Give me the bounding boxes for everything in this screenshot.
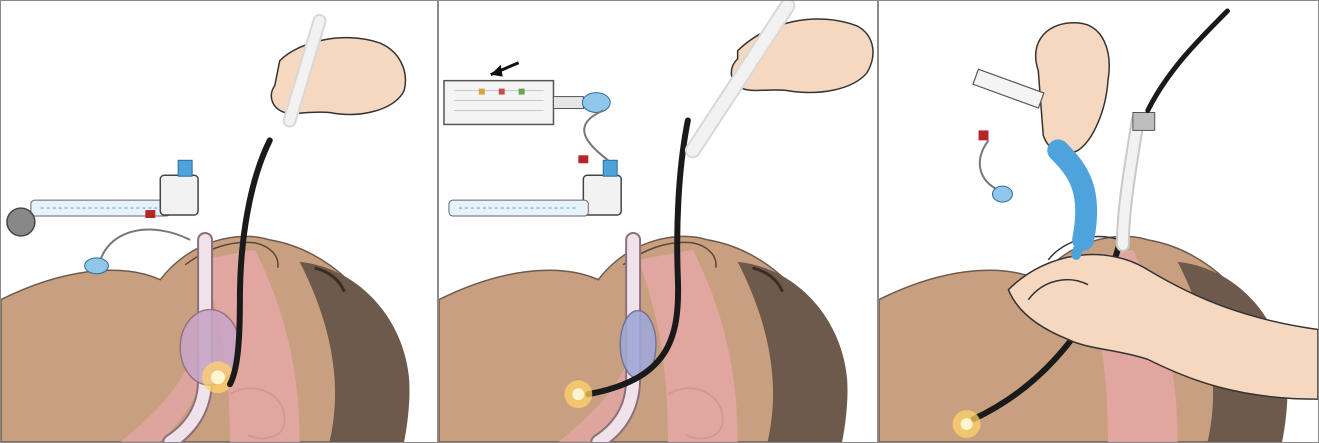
panel-3 bbox=[878, 0, 1319, 443]
intubation-step-1-illustration bbox=[1, 1, 437, 442]
panel-2 bbox=[438, 0, 878, 443]
intubation-step-3-illustration bbox=[879, 1, 1318, 442]
panel-1 bbox=[0, 0, 438, 443]
intubation-step-2-illustration bbox=[439, 1, 877, 442]
